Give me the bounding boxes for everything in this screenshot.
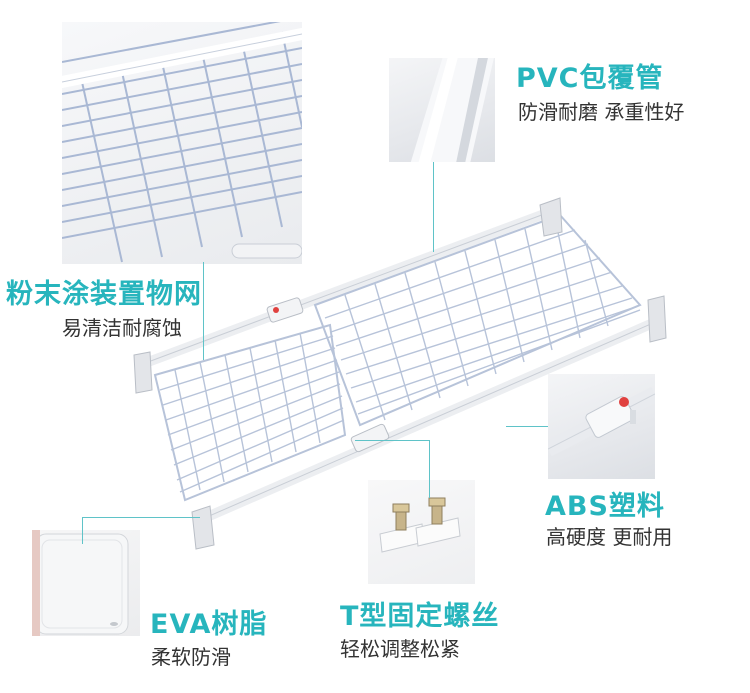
pvc-leader-line [433,162,434,252]
mesh-leader-line [203,262,204,360]
wire-grid-closeup-image [62,22,302,264]
pvc-tube-closeup-image [389,58,495,162]
eva-pad-closeup-image [32,530,140,636]
eva-feature-title: EVA树脂 [150,609,268,640]
wire-grid-closeup-icon [62,22,302,263]
screw-leader-line-v [429,440,430,498]
abs-feature-subtitle: 高硬度 更耐用 [546,525,673,549]
eva-leader-line-h [82,517,200,518]
screw-leader-line-h [355,440,429,441]
abs-connector-closeup-image [548,374,655,479]
abs-feature-title: ABS塑料 [545,491,665,522]
pvc-tube-closeup-icon [410,58,494,162]
pvc-feature-title: PVC包覆管 [516,63,664,94]
mesh-feature-subtitle: 易清洁耐腐蚀 [62,316,182,340]
screw-feature-title: T型固定螺丝 [340,601,500,632]
eva-leader-line-v [82,517,83,544]
mesh-feature-title: 粉末涂装置物网 [6,279,202,310]
eva-feature-subtitle: 柔软防滑 [151,645,231,669]
t-screw-closeup-image [368,480,475,584]
t-screw-closeup-icon [379,497,461,553]
eva-pad-closeup-icon [32,530,129,636]
pvc-feature-subtitle: 防滑耐磨 承重性好 [518,100,685,124]
abs-connector-closeup-icon [548,386,655,457]
abs-leader-line-h [506,426,548,427]
screw-feature-subtitle: 轻松调整松紧 [340,637,460,661]
